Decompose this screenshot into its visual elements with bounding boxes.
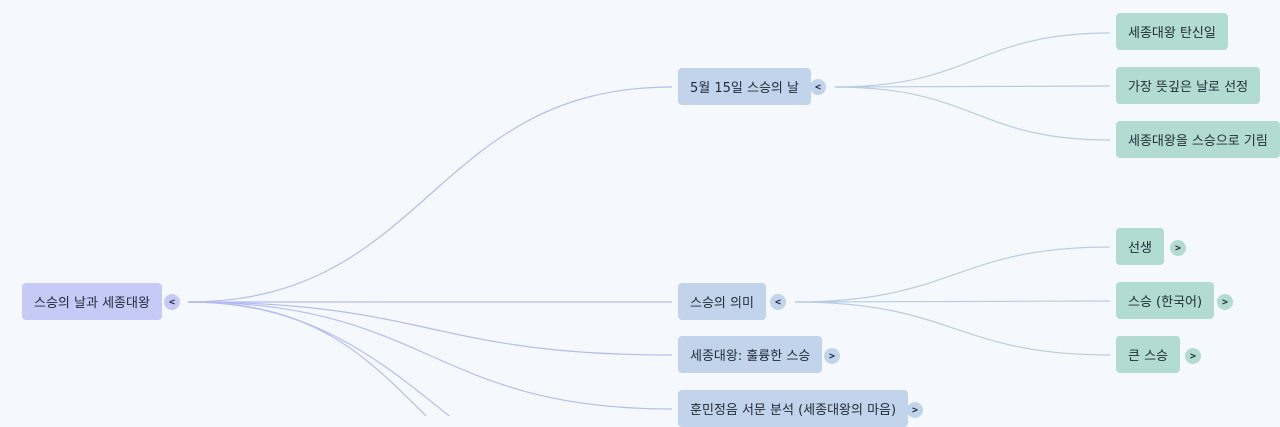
leaf-node-label: 세종대왕 탄신일 (1128, 26, 1216, 41)
edge-branch-2-leaf-3 (794, 301, 1111, 356)
root-node-label: 스승의 날과 세종대왕 (34, 296, 150, 311)
branch-node-teachers-day[interactable]: 5월 15일 스승의 날 (678, 68, 811, 105)
leaf-node-teacher[interactable]: 선생 (1116, 228, 1164, 265)
root-node[interactable]: 스승의 날과 세종대왕 (22, 283, 162, 320)
leaf-node-great-teacher[interactable]: 큰 스승 (1116, 336, 1181, 373)
expand-toggle-hunminjeongeum[interactable]: > (907, 402, 923, 418)
edge-branch-1-leaf-2 (834, 85, 1111, 88)
leaf-node-birthday[interactable]: 세종대왕 탄신일 (1116, 13, 1228, 50)
expand-toggle-great-teacher[interactable]: > (1185, 348, 1201, 364)
branch-node-label: 5월 15일 스승의 날 (690, 81, 799, 96)
leaf-node-label: 선생 (1128, 241, 1152, 256)
expand-toggle-teacher[interactable]: > (1170, 240, 1186, 256)
mindmap-edges (187, 32, 1111, 416)
edge-branch-2-leaf-2 (794, 300, 1111, 303)
edge-branch-2-leaf-1 (794, 246, 1111, 303)
expand-toggle-great-teacher-sejong[interactable]: > (824, 348, 840, 364)
edge-root-branch-4 (187, 301, 673, 410)
collapse-toggle-meaning[interactable]: < (770, 294, 786, 310)
leaf-node-label: 가장 뜻깊은 날로 선정 (1128, 80, 1249, 95)
leaf-node-label: 세종대왕을 스승으로 기림 (1128, 134, 1268, 149)
branch-node-great-teacher-sejong[interactable]: 세종대왕: 훌륭한 스승 (678, 336, 823, 373)
leaf-node-honor-as-teacher[interactable]: 세종대왕을 스승으로 기림 (1116, 121, 1280, 158)
leaf-node-label: 큰 스승 (1128, 349, 1169, 364)
leaf-node-label: 스승 (한국어) (1128, 295, 1203, 310)
expand-toggle-seungeung[interactable]: > (1217, 294, 1233, 310)
edge-branch-1-leaf-3 (834, 86, 1111, 141)
branch-node-label: 훈민정음 서문 분석 (세종대왕의 마음) (690, 403, 897, 418)
branch-node-hunminjeongeum[interactable]: 훈민정음 서문 분석 (세종대왕의 마음) (678, 390, 909, 427)
edge-root-branch-1 (187, 86, 673, 303)
edge-branch-1-leaf-1 (834, 32, 1111, 88)
branch-node-meaning[interactable]: 스승의 의미 (678, 283, 766, 320)
leaf-node-meaningful-day[interactable]: 가장 뜻깊은 날로 선정 (1116, 67, 1261, 104)
collapse-toggle-root[interactable]: < (164, 294, 180, 310)
branch-node-label: 스승의 의미 (690, 296, 754, 311)
mindmap-canvas: 스승의 날과 세종대왕 < 5월 15일 스승의 날 < 세종대왕 탄신일 가장… (22, 13, 1280, 427)
edge-root-offscreen-1 (187, 301, 427, 416)
edge-root-branch-3 (187, 301, 673, 356)
leaf-node-seungeung[interactable]: 스승 (한국어) (1116, 282, 1215, 319)
branch-node-label: 세종대왕: 훌륭한 스승 (690, 349, 811, 364)
collapse-toggle-teachers-day[interactable]: < (810, 79, 826, 95)
